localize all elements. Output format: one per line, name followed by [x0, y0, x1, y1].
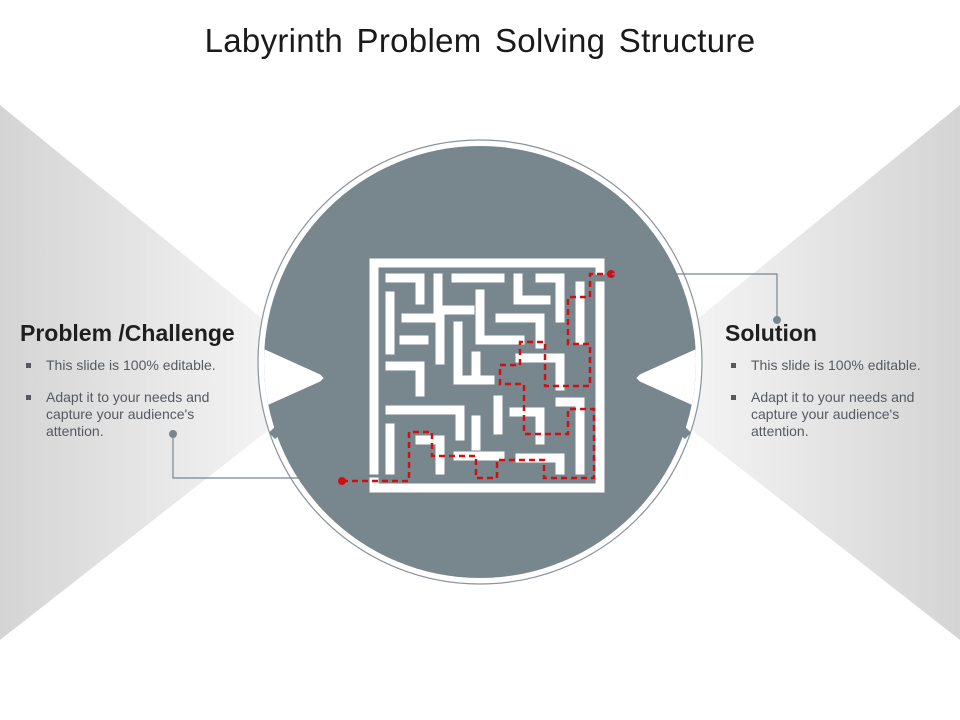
right-connector-dot	[773, 316, 781, 324]
slide-title: Labyrinth Problem Solving Structure	[204, 22, 756, 59]
bullet-text: This slide is 100% editable.	[751, 357, 921, 373]
problem-bullet-list: This slide is 100% editable. Adapt it to…	[20, 357, 245, 455]
left-connector-dot	[169, 430, 177, 438]
solution-path	[338, 270, 615, 485]
path-end-dot	[607, 270, 615, 278]
left-chevron	[268, 316, 337, 440]
list-item: This slide is 100% editable.	[20, 357, 245, 374]
list-item: Adapt it to your needs and capture your …	[20, 389, 236, 440]
left-connector	[172, 434, 330, 479]
bullet-text: Adapt it to your needs and capture your …	[46, 389, 210, 439]
bullet-text: This slide is 100% editable.	[46, 357, 216, 373]
left-wedge	[0, 105, 335, 640]
bullet-text: Adapt it to your needs and capture your …	[751, 389, 915, 439]
square-bullet-icon	[26, 395, 31, 400]
right-connector	[612, 273, 778, 320]
right-chevron	[623, 316, 692, 440]
square-bullet-icon	[731, 395, 736, 400]
solution-bullet-list: This slide is 100% editable. Adapt it to…	[725, 357, 950, 455]
problem-heading: Problem /Challenge	[20, 320, 235, 346]
list-item: This slide is 100% editable.	[725, 357, 950, 374]
square-bullet-icon	[731, 363, 736, 368]
square-bullet-icon	[26, 363, 31, 368]
list-item: Adapt it to your needs and capture your …	[725, 389, 941, 440]
maze	[368, 258, 605, 494]
solution-heading: Solution	[725, 320, 817, 346]
right-wedge	[625, 105, 960, 640]
path-start-dot	[338, 477, 346, 485]
